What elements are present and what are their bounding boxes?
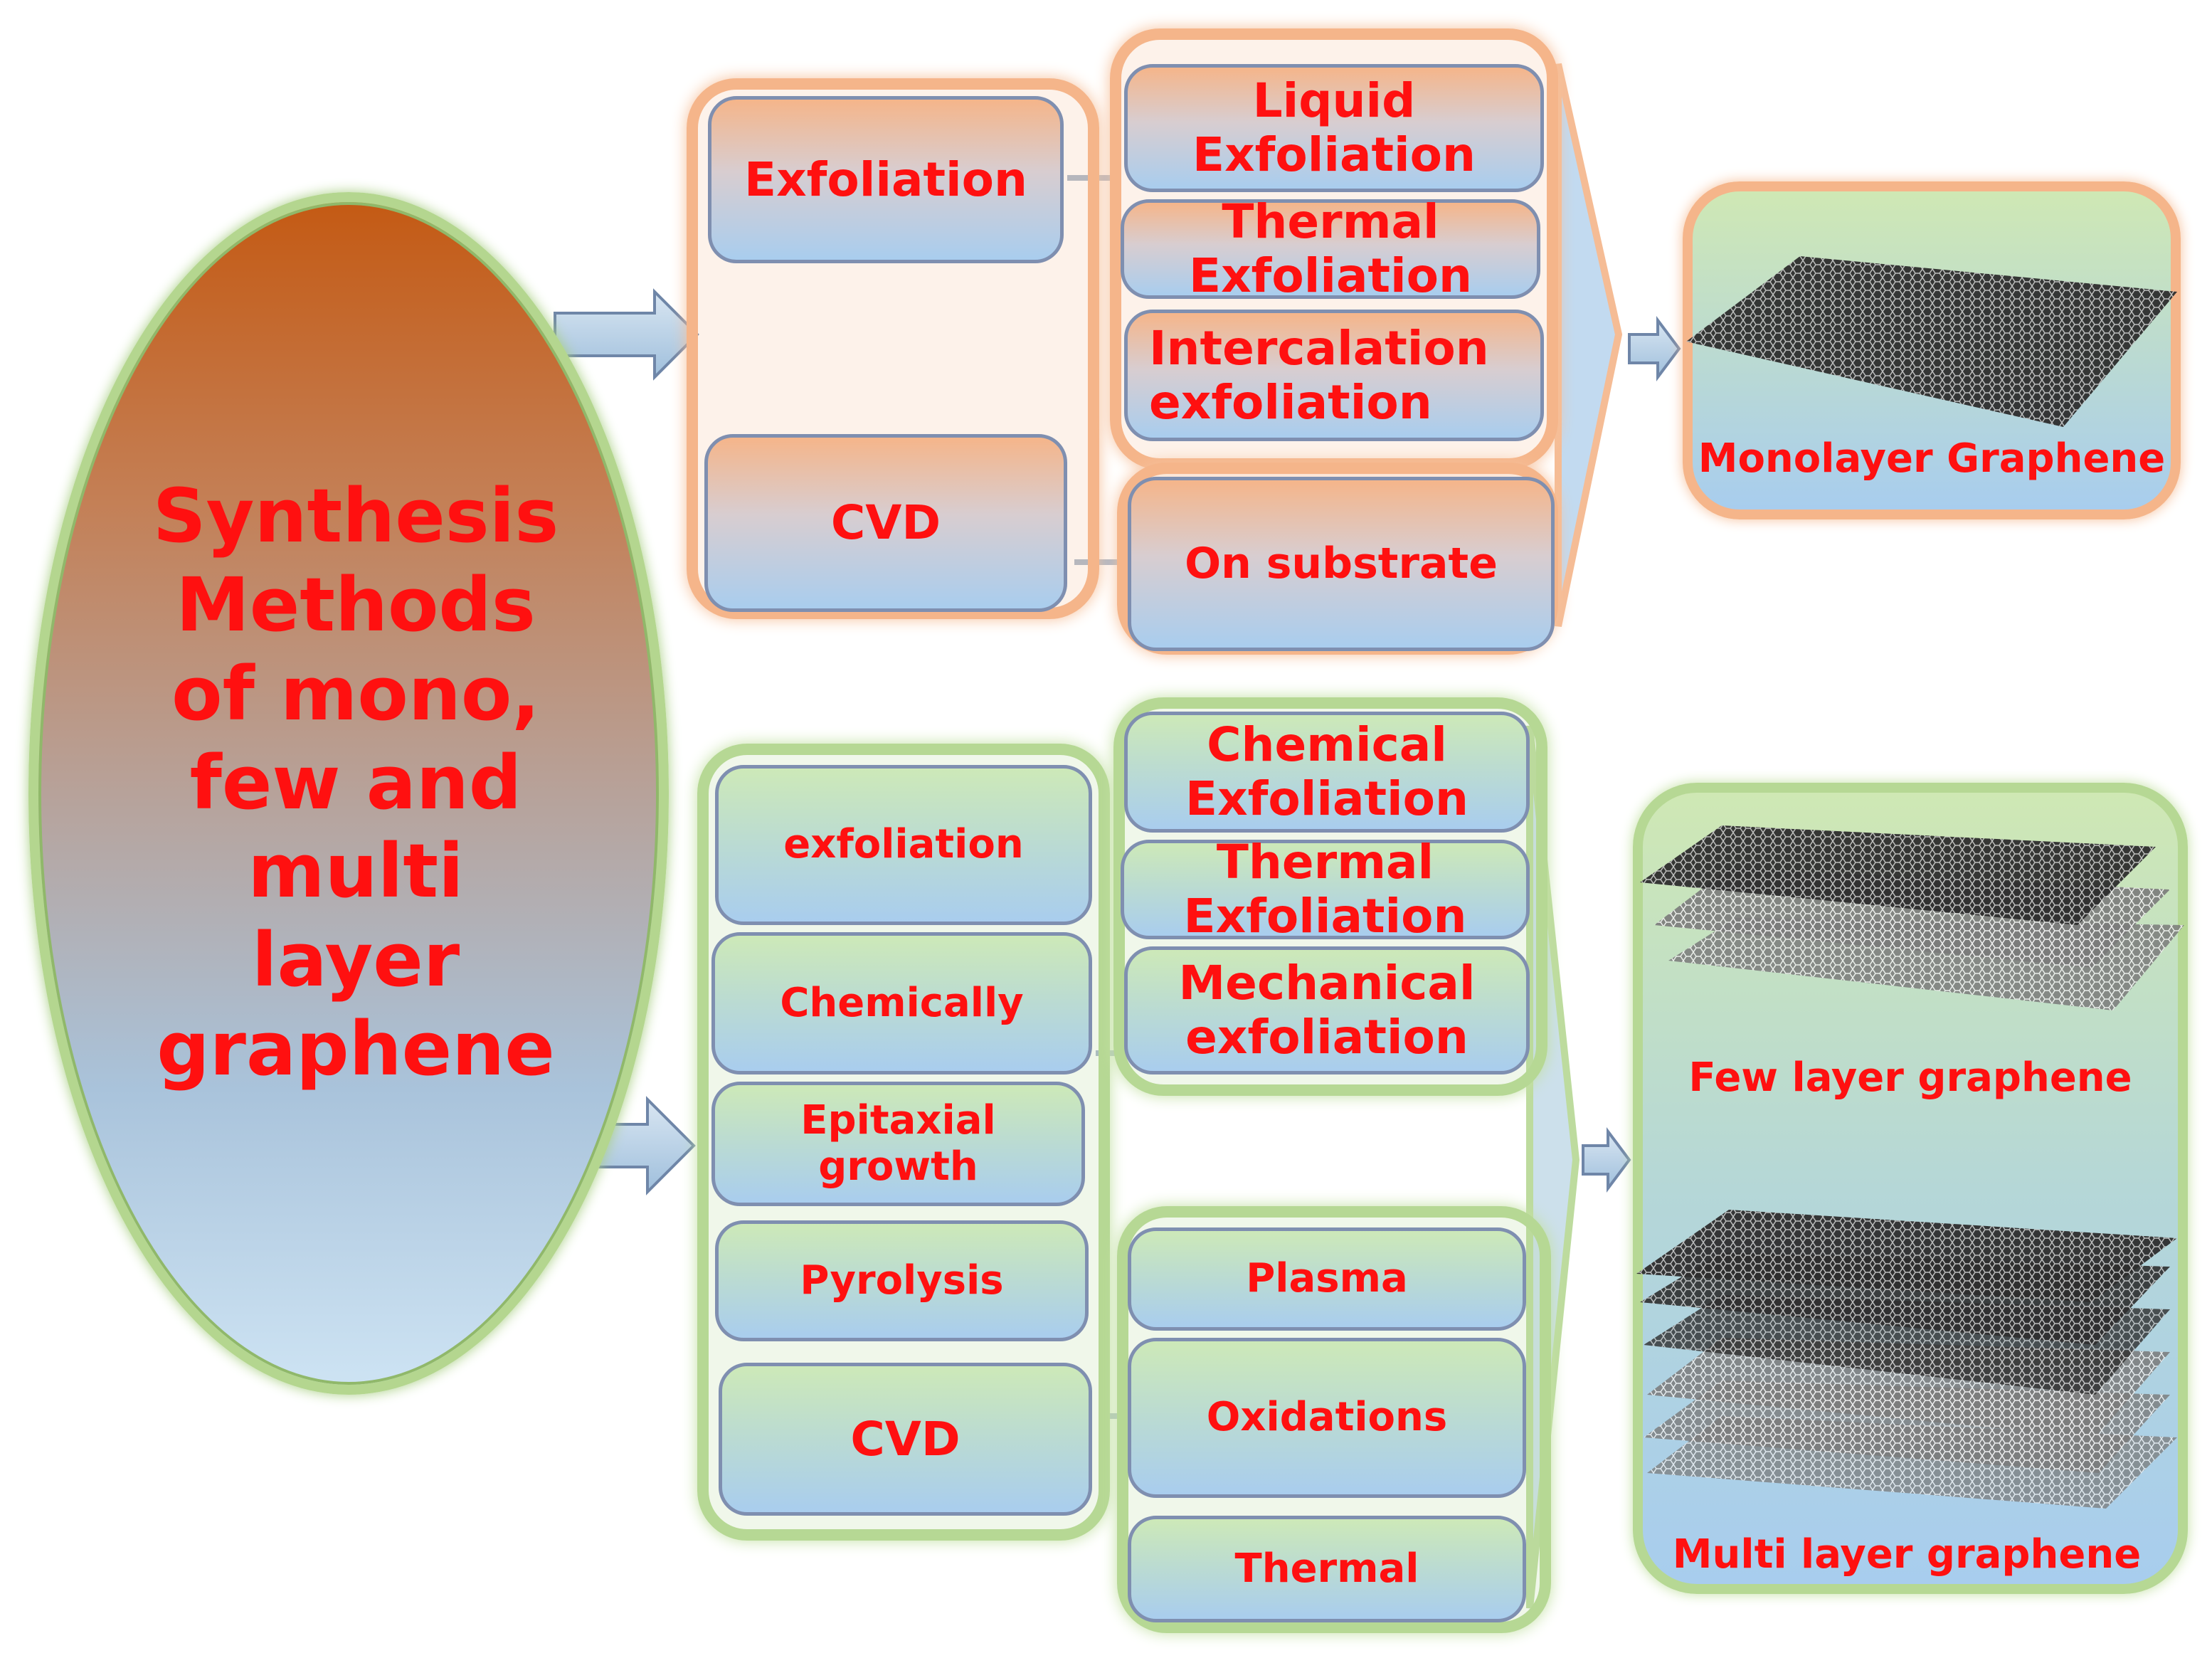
top-funnel-shape (1555, 63, 1623, 628)
multi-layer-label: Multi layer graphene (1672, 1531, 2142, 1578)
cvd-plasma: Plasma (1128, 1227, 1526, 1331)
thermal-exfoliation-bottom: Thermal Exfoliation (1121, 835, 1530, 943)
method-epitaxial-growth: Epitaxial growth (711, 1082, 1085, 1206)
liquid-exfoliation: Liquid Exfoliation (1124, 64, 1544, 192)
on-substrate: On substrate (1128, 477, 1555, 651)
thermal-exfoliation-top: Thermal Exfoliation (1121, 195, 1540, 302)
multi-layer-sheet-1 (1636, 1210, 2177, 1302)
method-cvd-bottom: CVD (719, 1363, 1092, 1516)
top-result-arrow (1628, 316, 1681, 381)
cvd-thermal: Thermal (1128, 1516, 1526, 1622)
method-exfoliation: Exfoliation (708, 96, 1064, 263)
mechanical-exfoliation: Mechanical exfoliation (1124, 946, 1530, 1074)
monolayer-label: Monolayer Graphene (1698, 435, 2166, 482)
method-pyrolysis: Pyrolysis (715, 1220, 1089, 1341)
method-chemically: Chemically (711, 932, 1092, 1074)
diagram-title: Synthesis Methods of mono, few and multi… (152, 472, 559, 1092)
few-layer-label: Few layer graphene (1688, 1054, 2132, 1101)
bottom-result-arrow (1582, 1127, 1631, 1193)
intercalation-exfoliation: Intercalation exfoliation (1124, 310, 1544, 441)
synthesis-ellipse (28, 192, 669, 1395)
few-layer-sheet-1 (1640, 825, 2156, 925)
cvd-oxidations: Oxidations (1128, 1338, 1526, 1498)
method-exfoliation-bottom: exfoliation (715, 765, 1092, 925)
method-cvd-top: CVD (704, 434, 1067, 612)
chemical-exfoliation: Chemical Exfoliation (1124, 712, 1530, 833)
top-group-arrow (554, 288, 699, 381)
